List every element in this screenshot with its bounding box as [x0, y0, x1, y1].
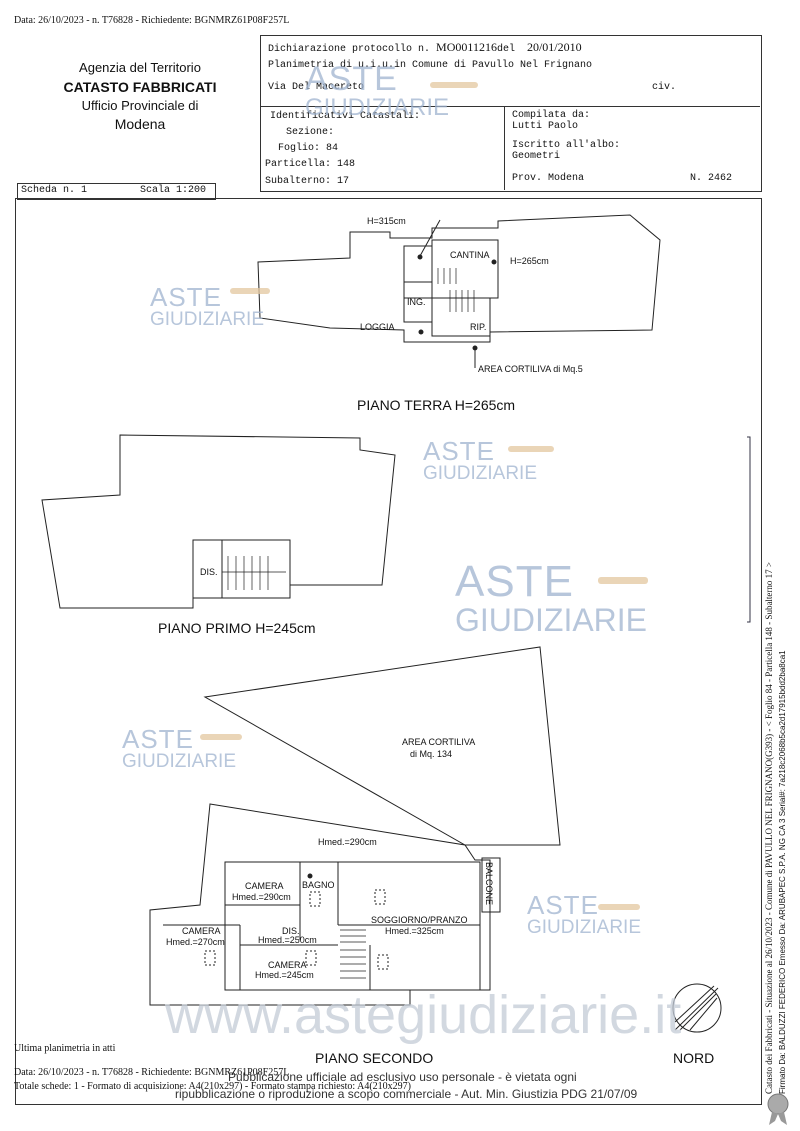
cantina-height-label: H=265cm [510, 256, 549, 266]
province-name: Modena [114, 116, 166, 132]
balcone-label: BALCONE [484, 862, 494, 906]
side-cadastral-status: Catasto dei Fabbricati - Situazione al 2… [764, 561, 774, 1094]
camera-2-height: Hmed.=270cm [166, 937, 225, 947]
bagno-label: BAGNO [302, 880, 335, 890]
piano-primo-plan [41, 434, 396, 609]
identificativi-label: Identificativi Catastali: [270, 111, 421, 122]
top-request-line: Data: 26/10/2023 - n. T76828 - Richieden… [14, 15, 290, 26]
piano-secondo-plan [149, 646, 561, 1006]
piano-terra-plan [257, 214, 661, 368]
albo-value: Geometri [512, 151, 561, 162]
header-box [260, 35, 762, 192]
address-line: Via Del Macereto [268, 82, 365, 93]
disimpegno-label: DIS. [200, 567, 218, 577]
scheda-label: Scheda n. 1 [21, 185, 88, 196]
dichiarazione-label: Dichiarazione protocollo n. [268, 44, 431, 55]
publication-notice-1: Pubblicazione ufficiale ad esclusivo uso… [228, 1070, 577, 1084]
soggiorno-label: SOGGIORNO/PRANZO [371, 915, 468, 925]
soggiorno-height: Hmed.=325cm [385, 926, 444, 936]
subalterno-value: Subalterno: 17 [265, 176, 350, 187]
loggia-label: LOGGIA [360, 322, 395, 332]
north-arrow [672, 983, 722, 1033]
area-cortiliva-size: di Mq. 134 [410, 749, 453, 759]
dichiarazione-line: Dichiarazione protocollo n. MO0011216del… [268, 40, 582, 55]
disimpegno-2-height: Hmed.=250cm [258, 935, 317, 945]
side-signature: Firmato Da: BALDUZZI FEDERICO Emesso Da:… [778, 650, 787, 1094]
corridor-height-label: Hmed.=290cm [318, 837, 377, 847]
planimetria-line: Planimetria di u.i.u.in Comune di Pavull… [268, 60, 593, 71]
compilata-label: Compilata da: [512, 110, 591, 121]
piano-primo-title: PIANO PRIMO H=245cm [158, 620, 316, 636]
registration-number: N. 2462 [690, 173, 733, 184]
watermark-site-url: www.astegiudiziarie.it [165, 985, 682, 1045]
ufficio-label: Ufficio Provinciale di [81, 98, 199, 113]
camera-2-label: CAMERA [182, 926, 221, 936]
civ-label: civ. [652, 82, 677, 93]
agency-block: Agenzia del Territorio CATASTO FABBRICAT… [20, 60, 260, 132]
iscritto-label: Iscritto all'albo: [512, 140, 621, 151]
footer-request-line: Data: 26/10/2023 - n. T76828 - Richieden… [14, 1067, 290, 1078]
scala-label: Scala 1:200 [140, 185, 207, 196]
province-value: Prov. Modena [512, 173, 585, 184]
seal-ribbon-icon [767, 1093, 789, 1125]
camera-1-label: CAMERA [245, 881, 284, 891]
nord-label: NORD [673, 1050, 715, 1066]
area-cortiliva-small-label: AREA CORTILIVA di Mq.5 [478, 364, 583, 374]
sezione-label: Sezione: [286, 127, 335, 138]
publication-notice-2: ripubblicazione o riproduzione a scopo c… [175, 1087, 638, 1101]
ultima-planimetria-label: Ultima planimetria in atti [14, 1043, 116, 1054]
compilatore-name: Lutti Paolo [512, 121, 579, 132]
area-cortiliva-label: AREA CORTILIVA [402, 737, 476, 747]
protocollo-date: 20/01/2010 [526, 40, 582, 54]
disimpegno-2-label: DIS. [282, 926, 300, 936]
foglio-value: Foglio: 84 [278, 143, 339, 154]
particella-value: Particella: 148 [265, 159, 356, 170]
cantina-label: CANTINA [450, 250, 490, 260]
piano-terra-title: PIANO TERRA H=265cm [357, 397, 516, 413]
catasto-title: CATASTO FABBRICATI [63, 79, 217, 95]
camera-3-label: CAMERA [268, 960, 307, 970]
camera-3-height: Hmed.=245cm [255, 970, 314, 980]
piano-secondo-title: PIANO SECONDO [315, 1050, 434, 1066]
header-vdivider [504, 106, 505, 190]
scheda-box [17, 183, 216, 200]
plan-frame [15, 198, 762, 1105]
footer-format-line: Totale schede: 1 - Formato di acquisizio… [14, 1081, 411, 1092]
camera-1-height: Hmed.=290cm [232, 892, 291, 902]
del-label: del [496, 44, 515, 55]
protocollo-number: MO0011216 [436, 40, 497, 54]
header-divider [260, 106, 760, 107]
agency-name: Agenzia del Territorio [79, 60, 201, 75]
ingresso-label: ING. [407, 297, 426, 307]
terra-height-label: H=315cm [367, 216, 406, 226]
ripostiglio-label: RIP. [470, 322, 487, 332]
